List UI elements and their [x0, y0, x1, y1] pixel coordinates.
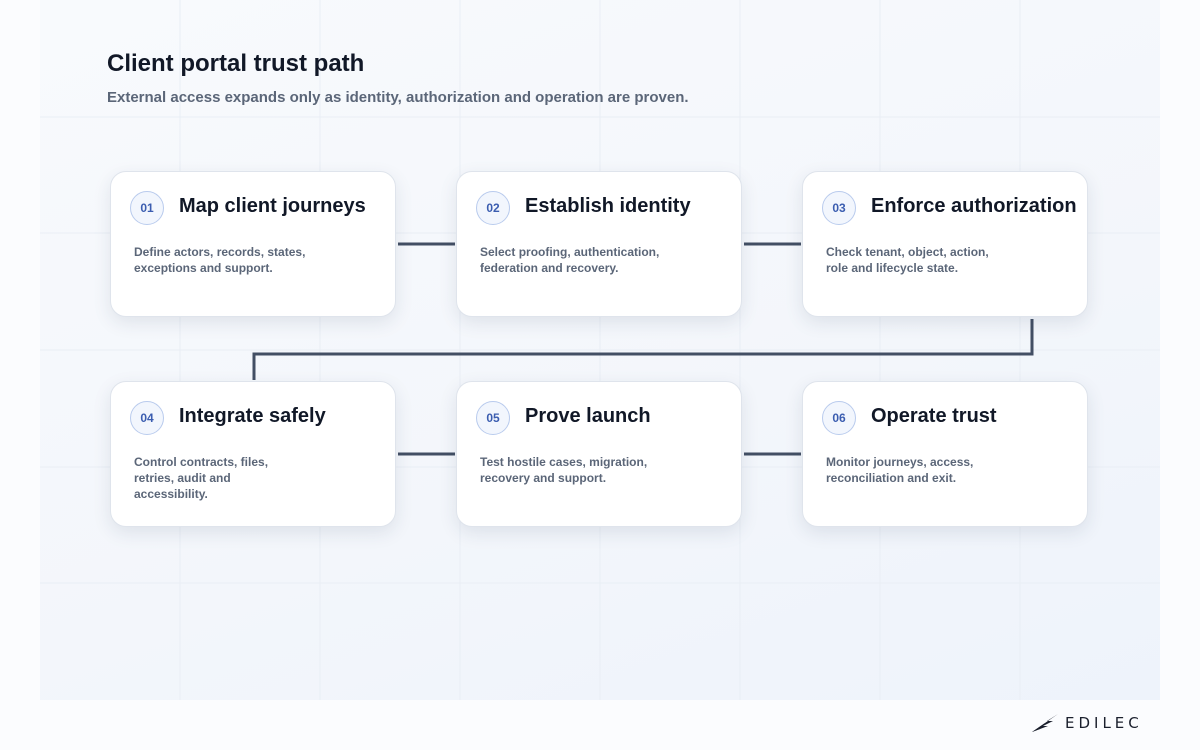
step-card-establish-identity: 02 Establish identity Select proofing, a…: [456, 171, 742, 317]
step-number-badge: 01: [130, 191, 164, 225]
step-description: Test hostile cases, migration, recovery …: [480, 455, 648, 485]
step-card-prove-launch: 05 Prove launch Test hostile cases, migr…: [456, 381, 742, 527]
step-number-badge: 05: [476, 401, 510, 435]
step-number-badge: 04: [130, 401, 164, 435]
step-card-integrate-safely: 04 Integrate safely Control contracts, f…: [110, 381, 396, 527]
step-card-enforce-authorization: 03 Enforce authorization Check tenant, o…: [802, 171, 1088, 317]
step-number-badge: 06: [822, 401, 856, 435]
step-description: Control contracts, files, retries, audit…: [134, 455, 269, 501]
step-title: Map client journeys: [179, 195, 366, 217]
edilec-wing-logo-icon: [1032, 714, 1058, 732]
step-title: Operate trust: [871, 405, 997, 427]
step-card-map-client-journeys: 01 Map client journeys Define actors, re…: [110, 171, 396, 317]
step-number-badge: 02: [476, 191, 510, 225]
step-description: Select proofing, authentication, federat…: [480, 245, 660, 275]
step-title: Enforce authorization: [871, 195, 1077, 217]
step-card-operate-trust: 06 Operate trust Monitor journeys, acces…: [802, 381, 1088, 527]
logo-text: EDILEC: [1065, 714, 1143, 732]
page-subtitle: External access expands only as identity…: [107, 89, 689, 106]
step-number-badge: 03: [822, 191, 856, 225]
page-title: Client portal trust path: [107, 50, 365, 77]
step-title: Integrate safely: [179, 405, 326, 427]
step-description: Monitor journeys, access, reconciliation…: [826, 455, 974, 485]
step-description: Define actors, records, states, exceptio…: [134, 245, 306, 275]
step-description: Check tenant, object, action, role and l…: [826, 245, 989, 275]
step-title: Prove launch: [525, 405, 651, 427]
edilec-logo: EDILEC: [1031, 711, 1143, 735]
step-title: Establish identity: [525, 195, 691, 217]
